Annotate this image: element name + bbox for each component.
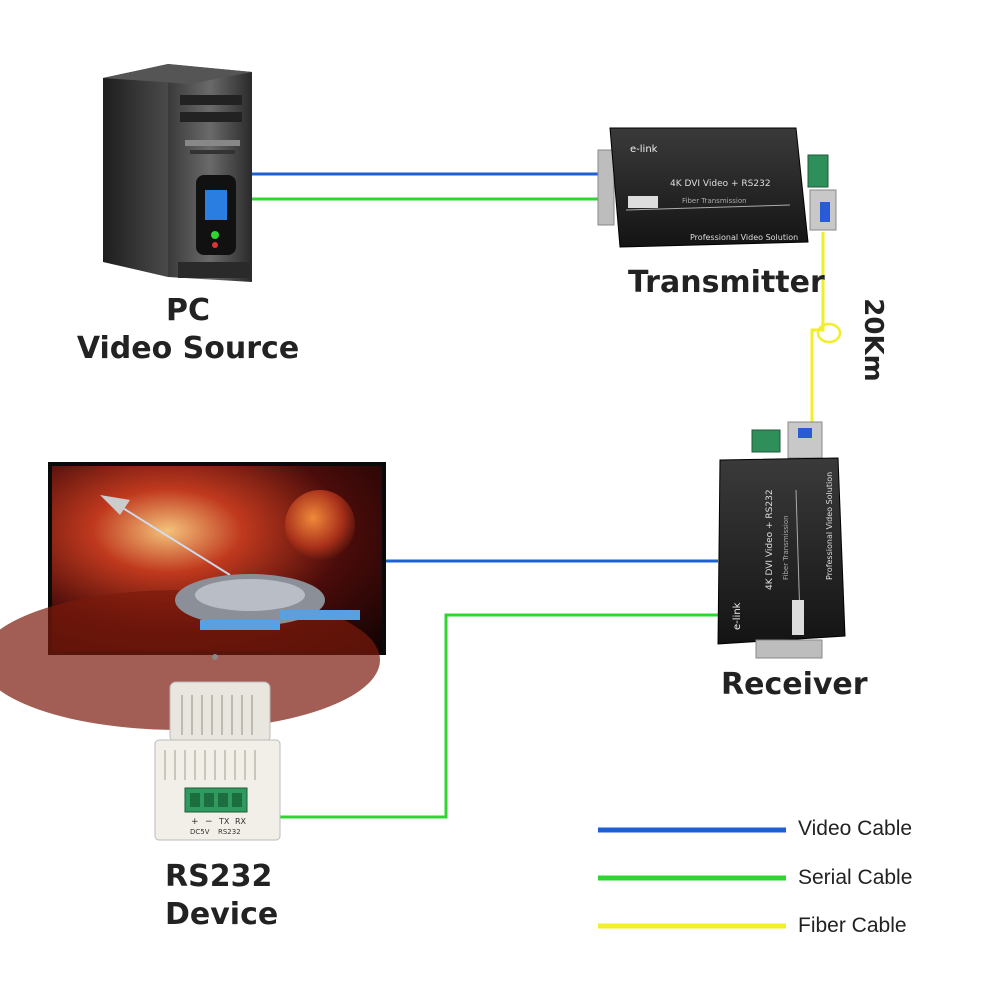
transmitter-device: e-link 4K DVI Video + RS232 Fiber Transm… bbox=[597, 127, 837, 248]
transmitter-model-text: 4K DVI Video + RS232 bbox=[670, 179, 771, 189]
pc-label: PC Video Source bbox=[68, 292, 308, 368]
legend bbox=[598, 827, 786, 929]
legend-label-serial: Serial Cable bbox=[798, 866, 913, 889]
terminal-dc: DC5V bbox=[190, 828, 210, 836]
transmitter-tagline: Professional Video Solution bbox=[690, 233, 798, 242]
terminal-minus: − bbox=[205, 817, 213, 827]
receiver-device: e-link 4K DVI Video + RS232 Fiber Transm… bbox=[717, 421, 846, 659]
receiver-tagline: Professional Video Solution bbox=[825, 472, 834, 580]
rs232-label-line1: RS232 bbox=[165, 859, 273, 894]
distance-label: 20Km bbox=[853, 292, 893, 387]
distance-value: 20Km bbox=[858, 297, 888, 382]
receiver-fiber-text: Fiber Transmission bbox=[782, 515, 790, 580]
pc-label-line1: PC bbox=[165, 293, 210, 328]
pc-label-line2: Video Source bbox=[76, 331, 300, 366]
transmitter-fiber-text: Fiber Transmission bbox=[682, 197, 747, 205]
transmitter-label: Transmitter bbox=[628, 265, 825, 300]
terminal-tx: TX bbox=[218, 817, 230, 826]
pc-tower bbox=[103, 64, 252, 282]
rs232-label-line2: Device bbox=[165, 897, 279, 932]
terminal-plus: + bbox=[191, 817, 199, 827]
fiber-cable bbox=[810, 232, 842, 425]
receiver-model-text: 4K DVI Video + RS232 bbox=[765, 489, 775, 590]
rs232-label: RS232 Device bbox=[165, 858, 278, 934]
transmitter-brand: e-link bbox=[630, 144, 658, 155]
terminal-rx: RX bbox=[235, 817, 247, 826]
rs232-device: + − TX RX DC5V RS232 bbox=[154, 681, 281, 841]
receiver-label: Receiver bbox=[721, 667, 868, 702]
receiver-brand: e-link bbox=[732, 602, 743, 630]
display-monitor bbox=[0, 462, 386, 730]
legend-label-fiber: Fiber Cable bbox=[798, 914, 907, 937]
terminal-rs: RS232 bbox=[218, 828, 241, 836]
serial-cable-receiver-rs232 bbox=[280, 613, 718, 819]
legend-label-video: Video Cable bbox=[798, 817, 913, 840]
